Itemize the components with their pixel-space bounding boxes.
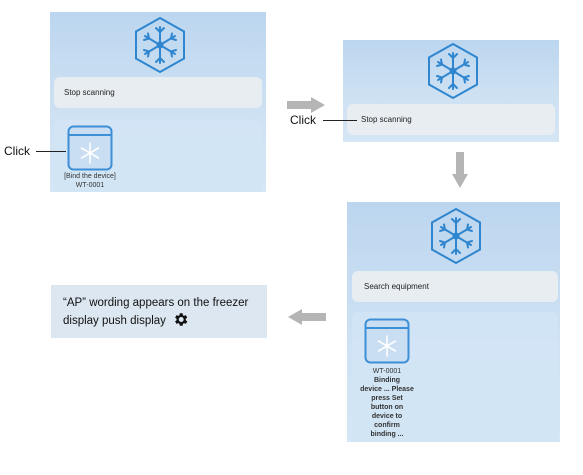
app-screen-2: Stop scanning [343,40,559,142]
search-equipment-label: Search equipment [364,282,429,291]
message-text: “AP” wording appears on the freezer disp… [63,297,249,327]
click-pointer-line-left [36,151,66,152]
binding-status-text: WT-0001 Binding device ... Please press … [350,367,424,439]
click-annotation-left: Click [4,144,30,158]
device-caption-line2: WT-0001 [75,182,105,189]
stop-scanning-button[interactable]: Stop scanning [54,77,262,108]
gear-icon [175,313,188,326]
gray-arrow-right-icon [287,97,325,113]
freezer-display-message: “AP” wording appears on the freezer disp… [51,285,267,338]
snowflake-hexagon-icon [431,207,481,265]
binding-line: confirm [374,422,400,429]
click-pointer-line-middle [323,120,357,121]
gray-arrow-down-icon [452,152,468,188]
binding-line: binding ... [370,431,404,438]
binding-line: press Set [371,395,403,402]
freezer-device-icon[interactable] [364,318,410,364]
search-equipment-button[interactable]: Search equipment [352,271,558,302]
binding-line: Binding [373,377,401,384]
app-screen-3: Search equipment WT-0001 Binding device … [347,202,560,442]
stop-scanning-label: Stop scanning [64,88,115,97]
snowflake-hexagon-icon [428,42,478,100]
binding-line: WT-0001 [372,368,402,375]
binding-line: device to [371,413,403,420]
click-annotation-middle: Click [290,113,316,127]
device-caption-line1: [Bind the device] [64,173,116,180]
binding-line: device ... Please [360,386,414,393]
stop-scanning-label: Stop scanning [361,115,412,124]
stop-scanning-button[interactable]: Stop scanning [347,104,555,135]
binding-line: button on [370,404,404,411]
snowflake-hexagon-icon [135,16,185,74]
app-screen-1: Stop scanning [Bind the device] WT-0001 [50,12,266,192]
gray-arrow-left-icon [288,309,326,325]
device-caption: [Bind the device] WT-0001 [50,172,130,190]
freezer-device-icon[interactable] [67,125,113,171]
